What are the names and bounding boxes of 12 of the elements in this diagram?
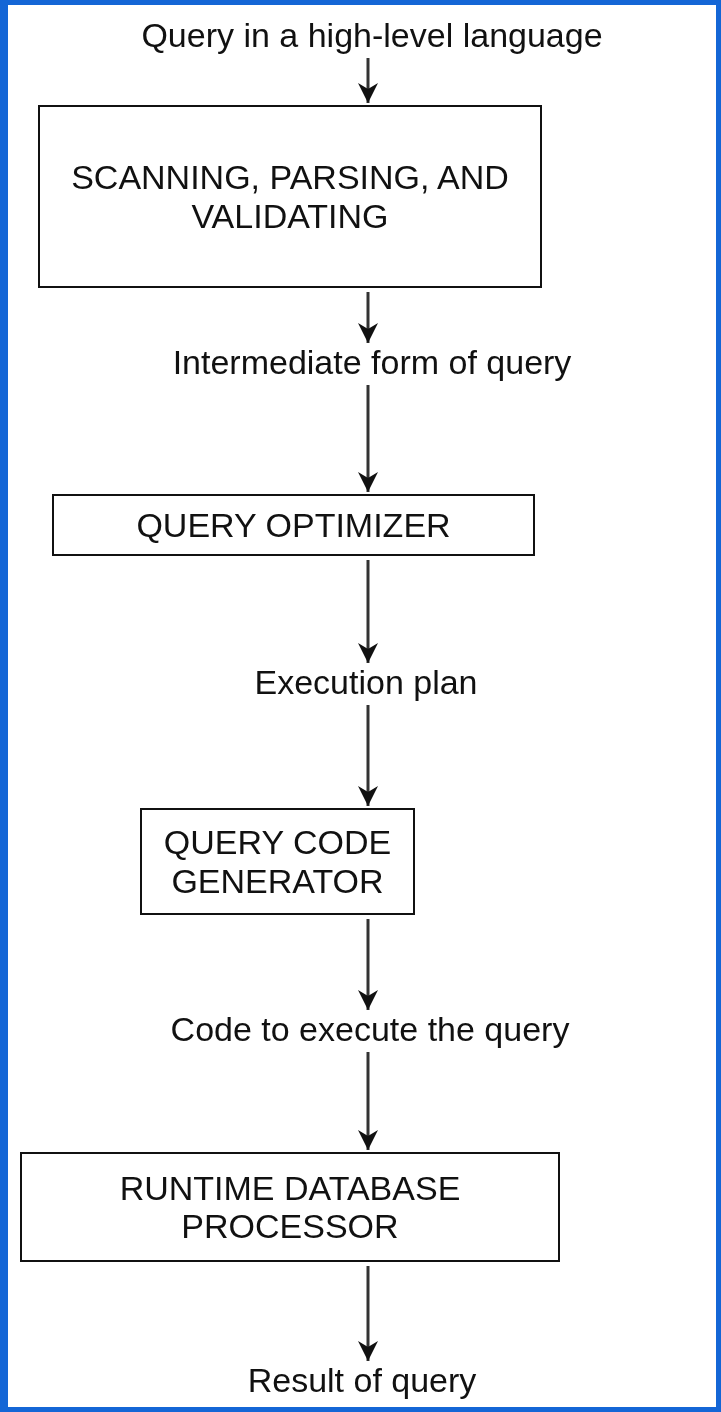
arrow — [358, 560, 378, 663]
arrow — [358, 292, 378, 343]
arrow — [358, 919, 378, 1010]
process-box: RUNTIME DATABASE PROCESSOR — [20, 1152, 560, 1262]
process-box: SCANNING, PARSING, AND VALIDATING — [38, 105, 542, 288]
arrow — [358, 385, 378, 492]
process-box: QUERY CODE GENERATOR — [140, 808, 415, 915]
arrow — [358, 1052, 378, 1150]
process-box: QUERY OPTIMIZER — [52, 494, 535, 556]
arrow — [358, 58, 378, 103]
arrow — [358, 705, 378, 806]
arrow — [358, 1266, 378, 1361]
